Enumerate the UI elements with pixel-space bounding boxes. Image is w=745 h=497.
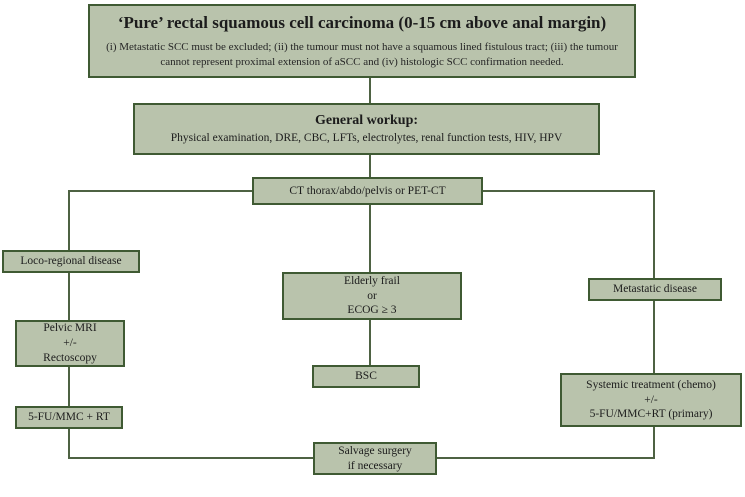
connector-ct-left-horizontal: [68, 190, 252, 192]
connector-left-to-locoregional: [68, 190, 70, 250]
node-bsc: BSC: [312, 365, 420, 388]
workup-heading: General workup:: [314, 113, 419, 129]
workup-details: Physical examination, DRE, CBC, LFTs, el…: [170, 131, 563, 144]
inclusion-criteria-note: (i) Metastatic SCC must be excluded; (ii…: [106, 41, 618, 69]
connector-right-to-metastatic: [653, 190, 655, 278]
connector-ct-to-elderly: [369, 205, 371, 272]
node-elderly-frail: Elderly frail or ECOG ≥ 3: [282, 272, 462, 320]
connector-salvage-to-right: [437, 457, 655, 459]
connector-elderly-to-bsc: [369, 320, 371, 365]
node-ct-staging: CT thorax/abdo/pelvis or PET-CT: [252, 177, 483, 205]
diagram-title: ‘Pure’ rectal squamous cell carcinoma (0…: [117, 13, 607, 33]
general-workup-box: General workup: Physical examination, DR…: [133, 103, 600, 155]
node-loco-regional-disease: Loco-regional disease: [2, 250, 140, 273]
connector-loco-to-pelvicmri: [68, 273, 70, 320]
connector-systemic-down: [653, 427, 655, 459]
connector-metastatic-to-systemic: [653, 301, 655, 373]
connector-title-to-workup: [369, 78, 371, 103]
node-pelvic-mri: Pelvic MRI +/- Rectoscopy: [15, 320, 125, 367]
node-5fu-mmc-rt: 5-FU/MMC + RT: [15, 406, 123, 429]
connector-workup-to-ct: [369, 155, 371, 177]
connector-pelvicmri-to-fumcrt: [68, 367, 70, 406]
node-systemic-treatment: Systemic treatment (chemo) +/- 5-FU/MMC+…: [560, 373, 742, 427]
connector-ct-right-horizontal: [483, 190, 655, 192]
connector-left-to-salvage: [68, 457, 313, 459]
connector-fumcrt-down: [68, 429, 70, 459]
title-box: ‘Pure’ rectal squamous cell carcinoma (0…: [88, 4, 636, 78]
node-metastatic-disease: Metastatic disease: [588, 278, 722, 301]
node-salvage-surgery: Salvage surgery if necessary: [313, 442, 437, 475]
